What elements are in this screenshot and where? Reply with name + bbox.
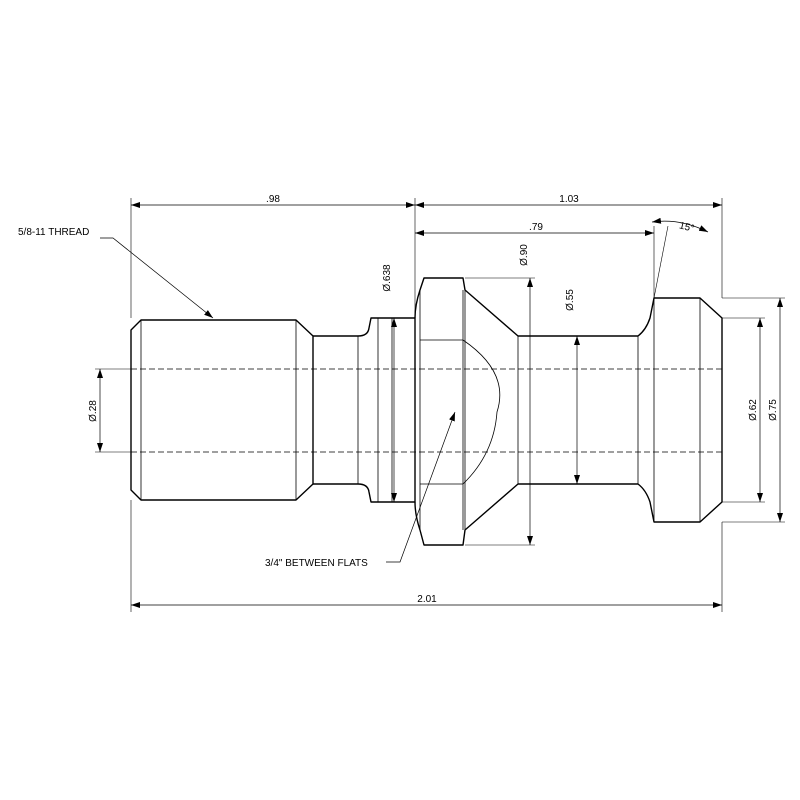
- bore-lines: [131, 368, 722, 453]
- label-nose-dia: Ø.62: [748, 399, 759, 421]
- label-flange-dia: Ø.638: [382, 264, 393, 292]
- label-head-dia: Ø.75: [768, 399, 779, 421]
- hex-arc: [462, 339, 501, 485]
- label-overall-length: 2.01: [417, 594, 437, 605]
- part-outline: [130, 277, 723, 546]
- label-bore-dia: Ø.28: [88, 400, 99, 422]
- flats-leader: [386, 411, 456, 563]
- label-thread-length: .98: [266, 194, 280, 205]
- label-neck-dia: Ø.55: [565, 289, 576, 311]
- label-taper-angle: 15°: [678, 220, 695, 234]
- thread-leader: [100, 237, 214, 319]
- thread-shank: [130, 319, 314, 501]
- label-collar-dia: Ø.90: [519, 244, 530, 266]
- dim-taper-angle: [651, 217, 709, 233]
- labels: .98 1.03 .79 2.01 15° Ø.28 Ø.638 Ø.90 Ø.…: [18, 194, 779, 605]
- leaders: [100, 237, 456, 563]
- label-neck-length: .79: [529, 222, 543, 233]
- relief-neck: [313, 317, 416, 503]
- label-flats-note: 3/4" BETWEEN FLATS: [265, 558, 368, 569]
- extension-lines: [95, 198, 785, 612]
- label-head-length: 1.03: [559, 194, 579, 205]
- angle-ref-line: [653, 225, 669, 299]
- dimension-lines: [97, 202, 783, 608]
- hex-collar: [414, 277, 723, 546]
- label-thread-note: 5/8-11 THREAD: [18, 227, 89, 238]
